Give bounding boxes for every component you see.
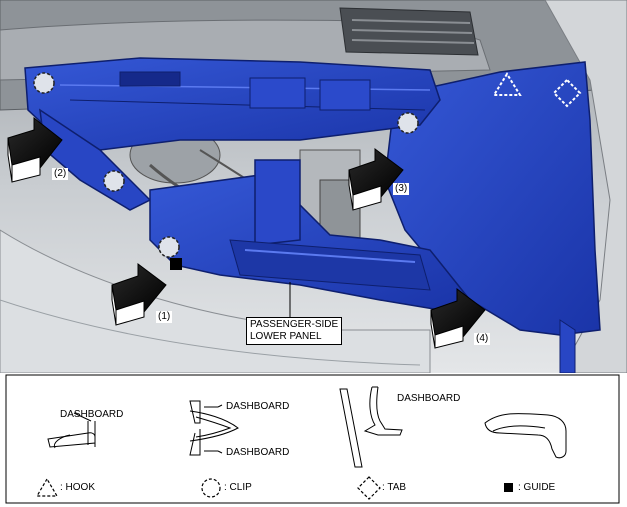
legend-guide-icon (504, 483, 513, 492)
clip-marker-upper-right (397, 112, 419, 134)
clip-marker-top-left (33, 72, 55, 94)
clip-marker-lower (158, 236, 180, 258)
legend-tab-icon (357, 476, 381, 500)
hook-detail-drawing (47, 412, 96, 449)
clip-key-label: : CLIP (224, 482, 252, 493)
clip-detail-label-bottom: DASHBOARD (226, 447, 290, 458)
clip-detail-label-top: DASHBOARD (226, 401, 290, 412)
hook-key-label: : HOOK (60, 482, 96, 493)
hook-marker (492, 72, 522, 96)
clip-detail-drawing (189, 400, 239, 456)
right-side-trim (544, 0, 627, 373)
guide-detail-drawing (484, 413, 567, 459)
arrow-3 (348, 148, 404, 211)
step-3-label: (3) (393, 183, 410, 195)
legend-panel (5, 374, 620, 504)
arrow-2 (7, 116, 63, 183)
panel-label: PASSENGER-SIDE LOWER PANEL (246, 317, 343, 345)
step-4-label: (4) (474, 333, 491, 345)
dashboard-illustration (0, 0, 627, 373)
hook-detail-label: DASHBOARD (60, 409, 124, 420)
guide-marker (170, 258, 182, 270)
guide-key-label: : GUIDE (518, 482, 556, 493)
tab-key-label: : TAB (382, 482, 407, 493)
panel-label-line2: LOWER PANEL (250, 331, 322, 342)
legend-clip-icon (201, 478, 221, 498)
air-vent (339, 7, 479, 56)
panel-label-line1: PASSENGER-SIDE (250, 319, 339, 330)
tab-marker (552, 78, 582, 108)
floor-line (0, 299, 421, 366)
step-1-label: (1) (156, 311, 173, 323)
tab-detail-label: DASHBOARD (397, 393, 461, 404)
arrow-1 (111, 263, 167, 326)
step-2-label: (2) (52, 168, 69, 180)
passenger-side-lower-panel (24, 57, 601, 373)
clip-marker-left (103, 170, 125, 192)
arrow-4 (430, 288, 486, 349)
tab-detail-drawing (339, 386, 403, 468)
